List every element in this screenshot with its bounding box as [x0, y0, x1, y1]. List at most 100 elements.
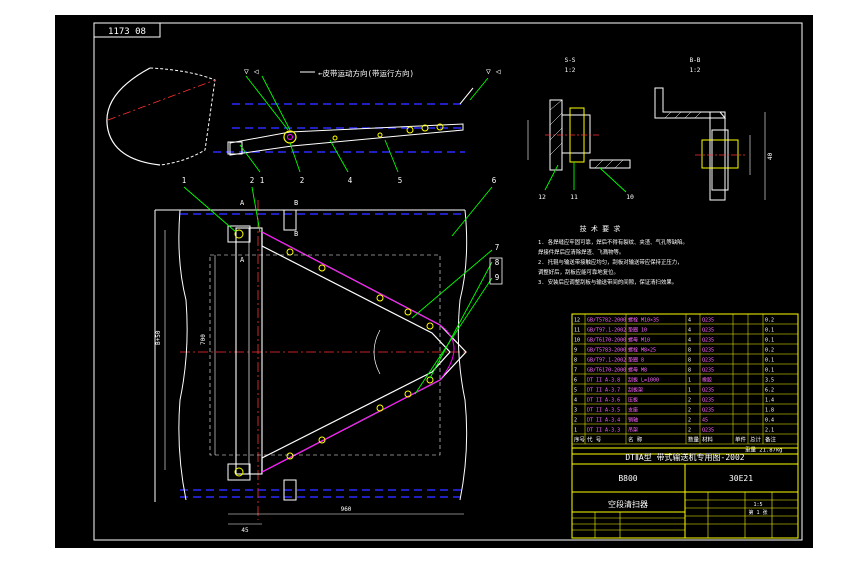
- bom-header: 数量: [688, 436, 700, 444]
- bom-cell: Q235: [702, 358, 714, 364]
- bom-cell: 1: [688, 388, 691, 394]
- bom-cell: 11: [574, 328, 580, 334]
- top-view: ▽ ◁ ▽ ◁ ←皮带运动方向(带运行方向) 1 2 4 5: [106, 67, 501, 185]
- callout-main: 1: [182, 176, 187, 185]
- bom-cell: 4: [688, 338, 691, 344]
- bom-cell: DT II A-3.8: [587, 378, 620, 384]
- bom-cell: 8: [688, 348, 691, 354]
- bolt-assy: [701, 139, 739, 169]
- bom-cell: 压板: [628, 397, 638, 404]
- callout-top: 4: [348, 176, 353, 185]
- bom-cell: 1.4: [765, 398, 774, 404]
- bom-weight: 重量 21.87kg: [745, 446, 783, 454]
- bom-cell: 1.8: [765, 408, 774, 414]
- dim-text: 40: [767, 152, 774, 160]
- bom-cell: Q235: [702, 328, 714, 334]
- bom-cell: DT II A-3.5: [587, 408, 620, 414]
- bom-cell: 螺母 M10: [628, 337, 650, 344]
- bom-header: 总计: [750, 436, 762, 444]
- bom-cell: 2: [574, 418, 577, 424]
- drawing-number: 30E21: [729, 474, 753, 483]
- bom-cell: DT II A-3.4: [587, 418, 620, 424]
- bom-header: 单件: [735, 436, 747, 444]
- angle-arc: [373, 329, 381, 375]
- callout-main: 2: [250, 176, 255, 185]
- bom-cell: 9: [574, 348, 577, 354]
- bom-cell: 螺栓 M10×35: [628, 317, 659, 324]
- part-name: 空段清扫器: [608, 499, 648, 509]
- section-ss: S-S 1:2 12 11 10: [527, 57, 634, 201]
- section-scale: 1:2: [565, 67, 576, 74]
- sheet-code-box: [93, 22, 161, 38]
- bom-cell: 0.4: [765, 418, 774, 424]
- tech-req-line: 调整好后，刮板应能可靠地复位。: [538, 268, 619, 276]
- tech-req-line: 2. 托辊与输送带接触应均匀，刮板对输送带应保持正压力，: [538, 258, 683, 266]
- bom-cell: 8: [574, 358, 577, 364]
- pivot-pin: [234, 229, 244, 239]
- bom-header: 材料: [702, 436, 714, 444]
- bom-cell: 0.2: [765, 318, 774, 324]
- bom-cell: 4: [574, 398, 577, 404]
- bom-cell: 1: [574, 428, 577, 434]
- callout-section: 10: [626, 193, 634, 201]
- pivot-pin: [234, 467, 244, 477]
- leader-top: [261, 75, 291, 131]
- bom-cell: 5: [574, 388, 577, 394]
- tech-requirements: 技 术 要 求 1. 各焊缝应牢固可靠，焊后不得有裂纹、夹渣、气孔等缺陷。 焊接…: [538, 224, 688, 286]
- belt-outline-right: [457, 209, 468, 501]
- bolt-body: [711, 129, 729, 191]
- title-block: DTⅡA型 带式输送机专用图-2002 B800 30E21 空段清扫器 1:5…: [571, 447, 799, 539]
- drawing-scale: 1:5: [753, 502, 762, 508]
- flange: [589, 159, 631, 169]
- section-label: S-S: [565, 57, 576, 64]
- pivot-block: [227, 463, 251, 481]
- sheet-number: 第 1 张: [748, 509, 767, 516]
- pivot-block: [227, 225, 251, 243]
- direction-note: ←皮带运动方向(带运行方向): [318, 68, 414, 78]
- main-view: 700 B+50 960 45 A A B B 1 2 6 7: [154, 176, 503, 534]
- dim-text: 960: [341, 506, 352, 513]
- bom-cell: 1: [688, 378, 691, 384]
- series-title: DTⅡA型 带式输送机专用图-2002: [625, 452, 744, 462]
- scraper-arm-side: [229, 123, 464, 156]
- scraper-blade: [261, 231, 455, 473]
- dim-text: 700: [200, 334, 207, 345]
- bom-cell: GB/T97.1-2002: [587, 358, 626, 364]
- bom-cell: Q235: [702, 318, 714, 324]
- callout-section: 11: [570, 193, 578, 201]
- hidden-outline: [209, 254, 441, 456]
- tech-req-line: 3. 安装后应调整刮板与输送带间的间隙，保证清扫效果。: [538, 278, 677, 286]
- bom-header: 备注: [765, 436, 777, 444]
- bom-cell: 0.2: [765, 348, 774, 354]
- scraper-tip: [459, 87, 474, 105]
- bom-cell: 橡胶: [702, 377, 712, 384]
- bom-cell: 刮板架: [628, 387, 643, 394]
- bom-cell: DT II A-3.3: [587, 428, 620, 434]
- bom-cell: 4: [688, 318, 691, 324]
- bom-cell: 2: [688, 428, 691, 434]
- bom-cell: 2: [688, 418, 691, 424]
- bom-cell: DT II A-3.7: [587, 388, 620, 394]
- callout-main: 9: [495, 273, 500, 282]
- bom-cell: 0.1: [765, 338, 774, 344]
- belt-outline-left: [178, 209, 188, 501]
- inner-frame: [93, 22, 803, 541]
- pulley-arc: [106, 67, 161, 166]
- tech-req-line: 1. 各焊缝应牢固可靠，焊后不得有裂纹、夹渣、气孔等缺陷。: [538, 238, 688, 246]
- bom-cell: GB/T6170-2000: [587, 338, 626, 344]
- tech-req-title: 技 术 要 求: [580, 224, 621, 233]
- web: [709, 111, 726, 201]
- bom-header: 序号: [574, 436, 586, 444]
- drawing-sheet: [55, 15, 813, 548]
- roughness-2: ▽ ◁: [486, 67, 501, 76]
- dim-text: 45: [241, 527, 249, 534]
- bom-cell: 6.2: [765, 388, 774, 394]
- bom-cell: 刮板 L=1000: [628, 377, 659, 384]
- callout-section: 12: [538, 193, 546, 201]
- bom-cell: 吊架: [628, 428, 638, 434]
- callout-top: 5: [398, 176, 403, 185]
- pivot-center: [287, 134, 293, 140]
- bom-header: 名 称: [628, 436, 643, 444]
- dim-text: B+50: [155, 330, 162, 345]
